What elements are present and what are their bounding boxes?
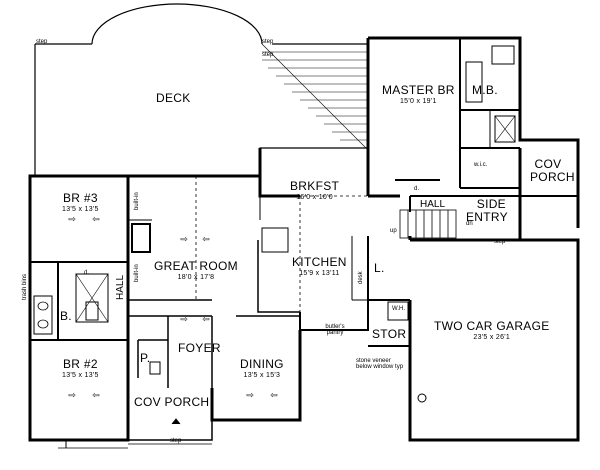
note-up: up [390, 228, 397, 234]
room-mb: M.B. [472, 83, 498, 97]
room-hall-left: HALL [115, 274, 126, 300]
arrow-icon: ⇦ [92, 391, 100, 401]
note-butlers-pantry: butler's pantry [325, 324, 345, 336]
room-hall-upper: HALL [420, 199, 446, 210]
room-side-entry: SIDE ENTRY [466, 197, 508, 225]
arrow-icon: ⇦ [202, 315, 210, 325]
deck-arc [91, 3, 263, 45]
note-step: step [170, 438, 182, 444]
room-deck: DECK [156, 91, 191, 105]
note-wic: w.i.c. [474, 162, 488, 168]
room-stor: STOR [372, 327, 407, 341]
note-stone-veneer: stone veneer below window typ [356, 358, 404, 370]
note-built-in: built-in [134, 264, 140, 282]
left-wing-wall [28, 174, 130, 442]
arrow-icon: ⇨ [68, 391, 76, 401]
arrow-icon: ⇨ [180, 315, 188, 325]
deck-outline [34, 43, 369, 177]
arrow-icon: ⇨ [180, 235, 188, 245]
note-dn: dn [466, 221, 473, 227]
arrow-icon: ⇦ [270, 391, 278, 401]
arrow-icon: ⇦ [202, 235, 210, 245]
note-step: step [262, 39, 274, 45]
note-step: step [36, 39, 48, 45]
room-l: L. [374, 261, 385, 275]
room-cov-porch-front: COV PORCH [134, 395, 210, 409]
room-b: B. [60, 309, 72, 323]
room-cov-porch-side: COV PORCH [530, 157, 575, 185]
note-d: d. [414, 186, 420, 192]
arrow-icon: ⇨ [246, 391, 254, 401]
garage-wall [408, 238, 580, 442]
note-d: d. [84, 270, 90, 276]
room-foyer: FOYER [178, 341, 221, 355]
note-built-in: built-in [134, 192, 140, 210]
deck-stairs [261, 43, 369, 151]
note-trash-bins: trash bins [22, 273, 28, 300]
arrow-icon: ⇦ [92, 215, 100, 225]
master-wall [368, 36, 580, 228]
arrow-icon: ⇨ [68, 215, 76, 225]
note-step: step [494, 239, 506, 245]
room-p: P. [140, 351, 151, 365]
note-step: step [262, 52, 274, 58]
note-wh: W.H. [392, 306, 405, 312]
note-desk: desk [358, 271, 364, 284]
stair-treads [399, 209, 457, 239]
